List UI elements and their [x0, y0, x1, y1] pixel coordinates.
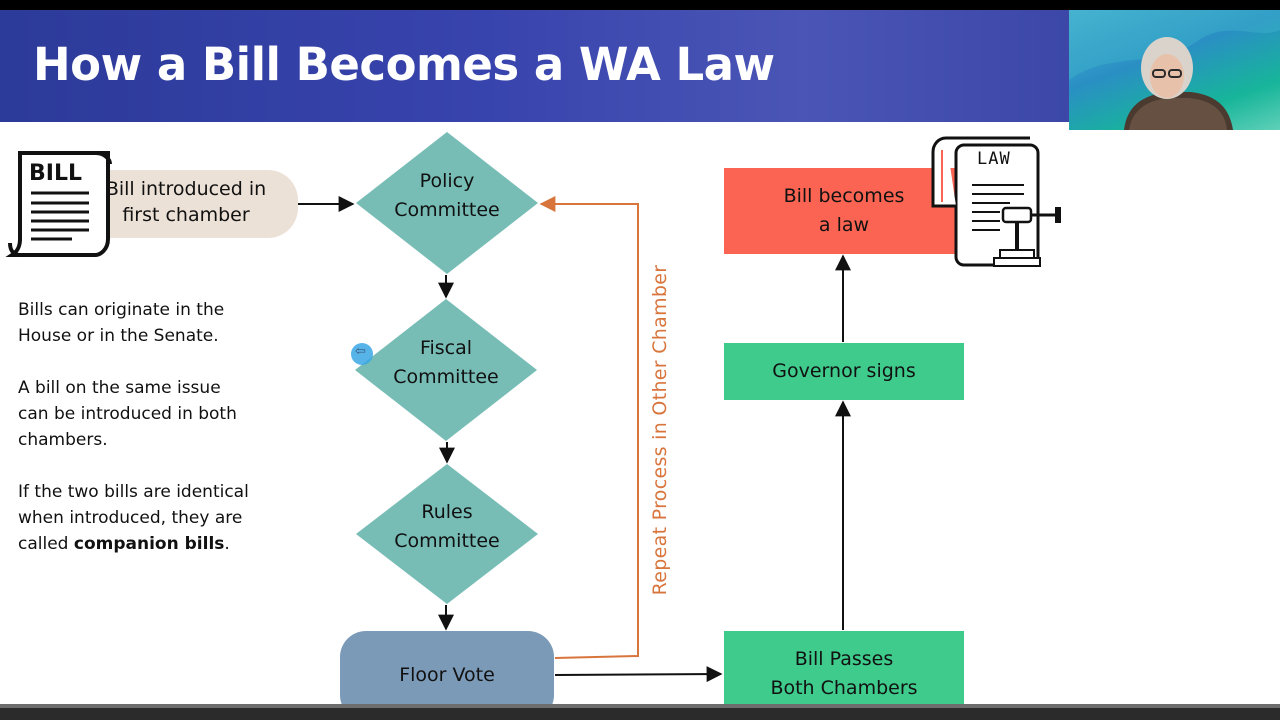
video-progress-bar[interactable]: [0, 704, 1280, 720]
presenter-video[interactable]: [1069, 10, 1280, 130]
rules-committee-label: Rules Committee: [367, 498, 527, 556]
fiscal-committee-label: Fiscal Committee: [366, 334, 526, 392]
note-companion: If the two bills are identical when intr…: [18, 479, 250, 557]
bill-passes-line1: Bill Passes: [794, 648, 894, 670]
governor-signs-box: [724, 343, 964, 400]
progress-track[interactable]: [0, 704, 1280, 708]
companion-bills-term: companion bills: [73, 534, 225, 554]
note-originate: Bills can originate in the House or in t…: [18, 300, 225, 346]
note-same-issue: A bill on the same issue can be introduc…: [18, 378, 237, 450]
fiscal-line1: Fiscal: [419, 337, 473, 359]
note-companion-period: .: [224, 534, 230, 554]
presenter-silhouette: [1069, 10, 1280, 130]
bill-passes-line2: Both Chambers: [770, 677, 918, 699]
fiscal-line2: Committee: [393, 366, 499, 388]
flowchart: BILL LAW: [5, 132, 1061, 710]
policy-line1: Policy: [419, 170, 475, 192]
bill-icon-label: BILL: [29, 161, 82, 186]
bill-document-icon: [5, 151, 112, 257]
rules-committee-diamond: [356, 464, 538, 604]
rules-line2: Committee: [394, 530, 500, 552]
title-banner: How a Bill Becomes a WA Law: [0, 10, 1070, 122]
bill-becomes-law-box: [724, 168, 964, 254]
bill-introduced-shape: [110, 170, 298, 238]
policy-line2: Committee: [394, 199, 500, 221]
policy-committee-label: Policy Committee: [367, 167, 527, 225]
floor-vote-label: Floor Vote: [399, 664, 495, 686]
repeat-process-label: Repeat Process in Other Chamber: [649, 264, 671, 596]
notes-panel: Bills can originate in the House or in t…: [18, 297, 318, 583]
slide: How a Bill Becomes a WA Law: [0, 10, 1280, 710]
bill-introduced-line1: Bill introduced in: [105, 178, 267, 200]
bill-passes-label: Bill Passes Both Chambers: [724, 645, 964, 703]
bill-becomes-law-label: Bill becomes a law: [724, 182, 964, 240]
slide-title: How a Bill Becomes a WA Law: [33, 38, 775, 91]
bill-introduced-label: Bill introduced in first chamber: [104, 176, 268, 228]
bill-introduced-line2: first chamber: [122, 204, 250, 226]
floor-vote-shape: [340, 631, 554, 710]
fiscal-committee-diamond: [355, 299, 537, 441]
policy-committee-diamond: [356, 132, 538, 274]
law-line1: Bill becomes: [783, 185, 905, 207]
governor-signs-label: Governor signs: [772, 360, 916, 382]
bill-passes-box: [724, 631, 964, 710]
pointer-cursor-icon: ⇦: [351, 343, 373, 365]
law-document-icon: [931, 136, 1061, 267]
rules-line1: Rules: [421, 501, 473, 523]
arrow-floor-to-passes: [554, 666, 723, 683]
law-line2: a law: [818, 214, 870, 236]
law-icon-label: LAW: [977, 149, 1011, 169]
repeat-process-arrow: [539, 196, 639, 659]
note-companion-text: If the two bills are identical when intr…: [18, 482, 249, 554]
